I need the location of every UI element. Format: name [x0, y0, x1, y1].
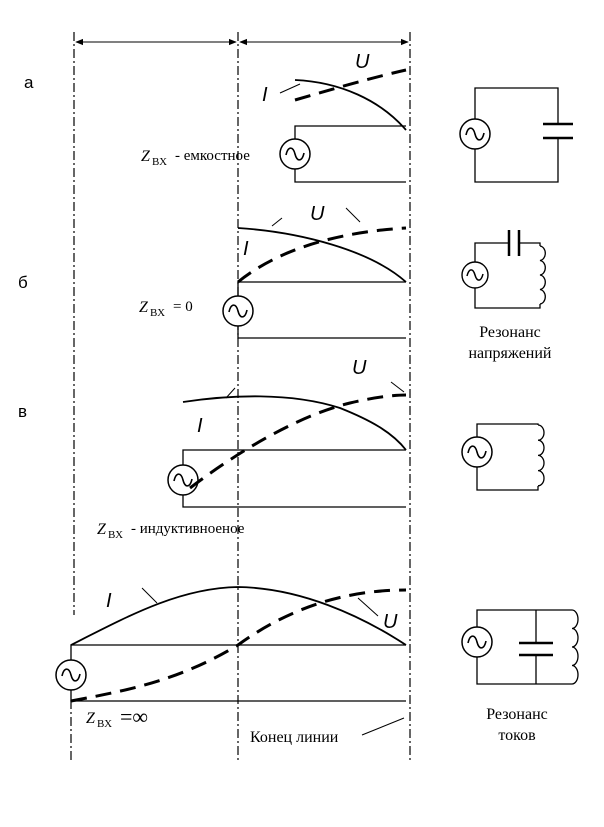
inductor-coil [571, 609, 579, 685]
svg-text:=∞: =∞ [120, 704, 148, 729]
current-curve [70, 586, 407, 646]
generator-icon [55, 659, 87, 691]
line-end-pointer [361, 717, 405, 736]
panel-b: б I U Z ВХ = 0 [18, 203, 407, 339]
svg-text:Z: Z [141, 148, 151, 165]
panel-letter: а [24, 73, 34, 92]
input-impedance-label: Z ВХ - емкостное [141, 148, 250, 168]
equivalent-circuit-inductor [461, 423, 545, 491]
generator-icon [461, 626, 493, 658]
svg-text:- емкостное: - емкостное [175, 148, 250, 164]
panel-letter: б [18, 273, 28, 292]
input-impedance-label: Z ВХ = 0 [139, 299, 193, 319]
svg-text:ВХ: ВХ [150, 307, 165, 319]
inductor-coil [537, 424, 545, 487]
current-curve [237, 227, 407, 283]
input-impedance-label: Z ВХ =∞ [86, 704, 148, 730]
svg-text:- индуктивноеное: - индуктивноеное [131, 521, 245, 537]
svg-text:Z: Z [86, 710, 96, 727]
svg-text:= 0: = 0 [173, 299, 193, 315]
voltage-pointer [345, 207, 361, 223]
equivalent-circuit-parallel-lc: Резонанс токов [461, 609, 579, 744]
input-impedance-label: Z ВХ - индуктивноеное [97, 521, 245, 541]
current-label: I [106, 590, 112, 612]
line-bottom-wire [237, 325, 406, 339]
panel-letter: в [18, 402, 27, 421]
voltage-pointer [357, 597, 379, 617]
generator-icon [461, 436, 493, 468]
svg-text:ВХ: ВХ [108, 529, 123, 541]
current-label: I [197, 415, 203, 437]
voltage-label: U [352, 357, 367, 379]
voltage-curve [237, 226, 407, 284]
generator-icon [461, 261, 489, 289]
current-pointer [271, 217, 283, 227]
panel-c: в I U Z ВХ - индуктивноеное [18, 357, 407, 541]
line-end-label: Конец линии [250, 729, 339, 746]
svg-text:ВХ: ВХ [97, 718, 112, 730]
equivalent-circuit-series-lc: Резонанс напряжений [461, 230, 552, 362]
current-curve [294, 79, 407, 131]
generator-icon [459, 118, 491, 150]
voltage-label: U [383, 611, 398, 633]
current-curve [182, 395, 407, 451]
svg-text:ВХ: ВХ [152, 156, 167, 168]
panel-a: а I U Z ВХ - емкостное [24, 51, 407, 183]
equivalent-circuit-capacitor [459, 87, 573, 183]
svg-text:Z: Z [139, 299, 149, 316]
line-top-wire [182, 449, 406, 465]
voltage-pointer [390, 381, 405, 393]
inductor-coil [539, 245, 546, 305]
current-label: I [243, 238, 249, 260]
generator-icon [279, 138, 311, 170]
voltage-curve [294, 68, 407, 102]
voltage-label: U [310, 203, 325, 225]
circuit-caption-line1: Резонанс [479, 324, 541, 341]
current-pointer [225, 387, 236, 399]
current-pointer [279, 83, 301, 94]
svg-text:Z: Z [97, 521, 107, 538]
panel-d: I U Z ВХ =∞ Конец линии [55, 586, 407, 746]
circuit-caption-line1: Резонанс [486, 706, 548, 723]
generator-icon [222, 295, 254, 327]
voltage-curve [70, 588, 407, 703]
circuit-caption-line2: напряжений [468, 345, 551, 362]
generator-icon [167, 464, 199, 496]
voltage-label: U [355, 51, 370, 73]
current-label: I [262, 84, 268, 106]
line-top-wire [237, 281, 406, 297]
line-top-wire [294, 125, 406, 139]
current-pointer [141, 587, 158, 604]
line-bottom-wire [182, 495, 406, 508]
line-bottom-wire [294, 169, 406, 183]
circuit-caption-line2: токов [498, 727, 536, 744]
voltage-curve [189, 393, 407, 490]
